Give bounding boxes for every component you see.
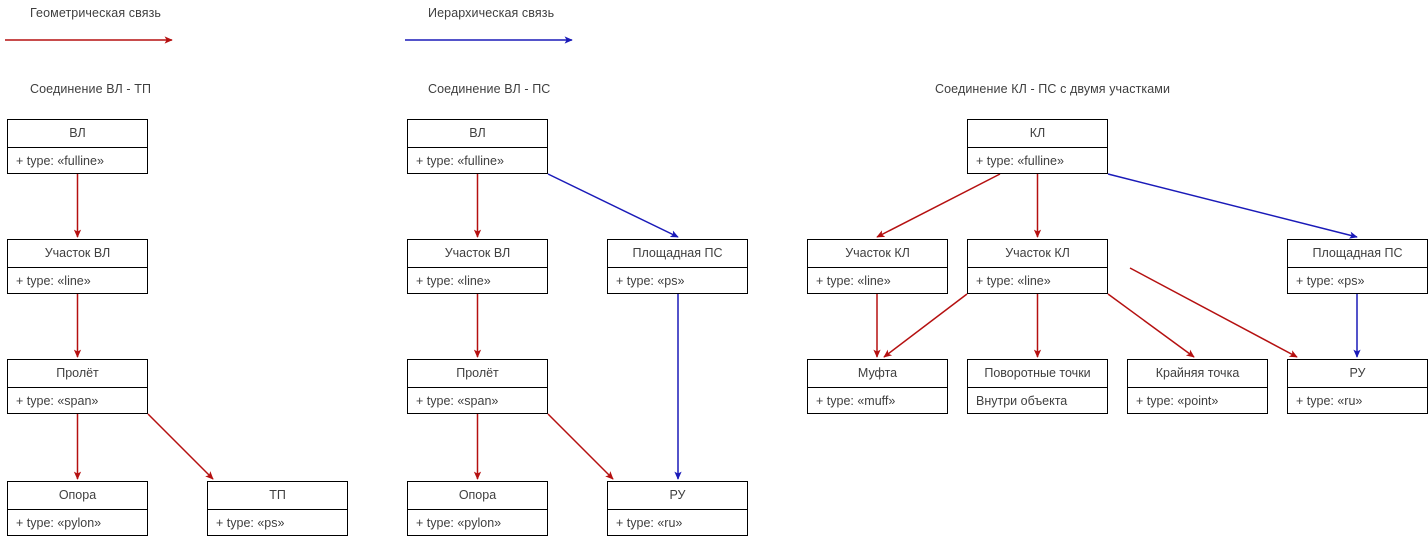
uml-class-title-opora-1: Опора	[8, 482, 147, 510]
uml-class-attribute-povorot-3: Внутри объекта	[976, 394, 1068, 408]
group-title-group-vl-ps: Соединение ВЛ - ПС	[428, 82, 551, 96]
uml-class-attribute-vl-1: + type: «fulline»	[16, 154, 104, 168]
uml-class-title-ru-2: РУ	[608, 482, 747, 510]
uml-class-attribute-uchastok-kl-a: + type: «line»	[816, 274, 891, 288]
uml-class-title-uchastok-vl-2: Участок ВЛ	[408, 240, 547, 268]
uml-class-title-vl-1: ВЛ	[8, 120, 147, 148]
uml-class-vl-2[interactable]: ВЛ + type: «fulline»	[407, 119, 548, 174]
uml-class-title-uchastok-kl-a: Участок КЛ	[808, 240, 947, 268]
uml-class-attribute-prolet-1: + type: «span»	[16, 394, 99, 408]
edge-uchastok-kl-b-to-mufta-3	[883, 293, 968, 358]
uml-class-attribute-ps-area-3: + type: «ps»	[1296, 274, 1365, 288]
edge-kl-3-to-uchastok-kl-a	[876, 173, 1001, 238]
uml-class-tp-1[interactable]: ТП + type: «ps»	[207, 481, 348, 536]
uml-class-opora-1[interactable]: Опора + type: «pylon»	[7, 481, 148, 536]
edge-prolet-1-to-tp-1	[147, 413, 214, 480]
uml-class-title-vl-2: ВЛ	[408, 120, 547, 148]
uml-class-uchastok-kl-a[interactable]: Участок КЛ + type: «line»	[807, 239, 948, 294]
uml-class-title-prolet-1: Пролёт	[8, 360, 147, 388]
uml-class-uchastok-vl-2[interactable]: Участок ВЛ + type: «line»	[407, 239, 548, 294]
edge-uchastok-kl-b-to-ru-3	[1129, 267, 1298, 358]
uml-class-title-uchastok-vl-1: Участок ВЛ	[8, 240, 147, 268]
uml-class-ru-3[interactable]: РУ + type: «ru»	[1287, 359, 1428, 414]
uml-class-attribute-mufta-3: + type: «muff»	[816, 394, 896, 408]
uml-class-title-opora-2: Опора	[408, 482, 547, 510]
uml-class-title-mufta-3: Муфта	[808, 360, 947, 388]
uml-class-attribute-uchastok-vl-1: + type: «line»	[16, 274, 91, 288]
legend-label-0: Геометрическая связь	[30, 6, 162, 20]
uml-class-title-kl-3: КЛ	[968, 120, 1107, 148]
uml-class-uchastok-vl-1[interactable]: Участок ВЛ + type: «line»	[7, 239, 148, 294]
uml-class-attribute-prolet-2: + type: «span»	[416, 394, 499, 408]
uml-class-attribute-vl-2: + type: «fulline»	[416, 154, 504, 168]
edge-uchastok-kl-b-to-krainaya-3	[1107, 293, 1195, 358]
uml-class-attribute-kl-3: + type: «fulline»	[976, 154, 1064, 168]
uml-class-prolet-2[interactable]: Пролёт + type: «span»	[407, 359, 548, 414]
uml-class-ps-area-2[interactable]: Площадная ПС + type: «ps»	[607, 239, 748, 294]
uml-class-title-ps-area-3: Площадная ПС	[1288, 240, 1427, 268]
uml-class-vl-1[interactable]: ВЛ + type: «fulline»	[7, 119, 148, 174]
edge-prolet-2-to-ru-2	[547, 413, 614, 480]
uml-class-krainaya-3[interactable]: Крайняя точка + type: «point»	[1127, 359, 1268, 414]
uml-class-kl-3[interactable]: КЛ + type: «fulline»	[967, 119, 1108, 174]
uml-class-title-uchastok-kl-b: Участок КЛ	[968, 240, 1107, 268]
uml-class-uchastok-kl-b[interactable]: Участок КЛ + type: «line»	[967, 239, 1108, 294]
uml-class-attribute-uchastok-vl-2: + type: «line»	[416, 274, 491, 288]
group-title-group-vl-tp: Соединение ВЛ - ТП	[30, 82, 152, 96]
group-title-group-kl-ps: Соединение КЛ - ПС с двумя участками	[935, 82, 1171, 96]
uml-class-mufta-3[interactable]: Муфта + type: «muff»	[807, 359, 948, 414]
uml-class-ru-2[interactable]: РУ + type: «ru»	[607, 481, 748, 536]
uml-class-prolet-1[interactable]: Пролёт + type: «span»	[7, 359, 148, 414]
uml-class-title-prolet-2: Пролёт	[408, 360, 547, 388]
uml-class-opora-2[interactable]: Опора + type: «pylon»	[407, 481, 548, 536]
uml-class-attribute-uchastok-kl-b: + type: «line»	[976, 274, 1051, 288]
legend-label-1: Иерархическая связь	[428, 6, 555, 20]
uml-class-attribute-ps-area-2: + type: «ps»	[616, 274, 685, 288]
uml-class-attribute-tp-1: + type: «ps»	[216, 516, 285, 530]
uml-class-title-krainaya-3: Крайняя точка	[1128, 360, 1267, 388]
edge-kl-3-to-ps-area-3	[1107, 173, 1358, 239]
uml-class-title-ru-3: РУ	[1288, 360, 1427, 388]
uml-class-title-ps-area-2: Площадная ПС	[608, 240, 747, 268]
uml-class-attribute-opora-1: + type: «pylon»	[16, 516, 102, 530]
edge-vl-2-to-ps-area-2	[547, 173, 679, 238]
uml-class-title-tp-1: ТП	[208, 482, 347, 510]
uml-class-attribute-ru-3: + type: «ru»	[1296, 394, 1363, 408]
uml-class-attribute-ru-2: + type: «ru»	[616, 516, 683, 530]
uml-class-attribute-opora-2: + type: «pylon»	[416, 516, 502, 530]
uml-class-title-povorot-3: Поворотные точки	[968, 360, 1107, 388]
uml-class-ps-area-3[interactable]: Площадная ПС + type: «ps»	[1287, 239, 1428, 294]
uml-class-attribute-krainaya-3: + type: «point»	[1136, 394, 1219, 408]
